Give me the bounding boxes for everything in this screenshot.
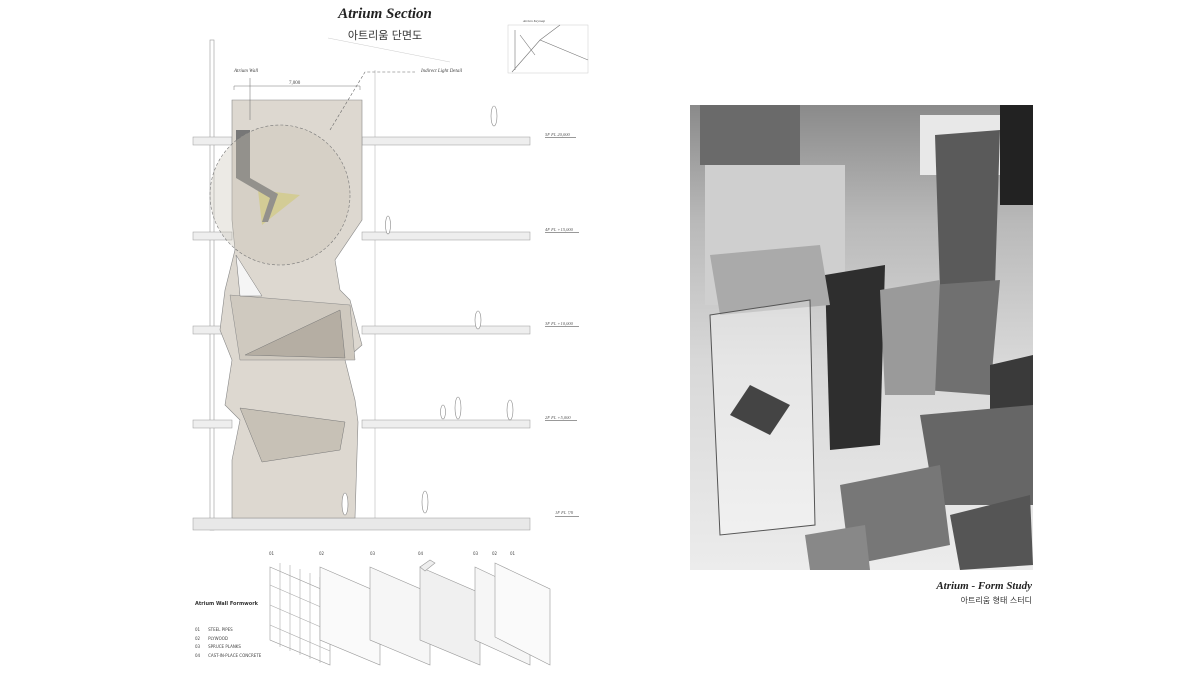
layer-label: 02 [319, 551, 325, 556]
floor-slab [361, 325, 531, 335]
floor-slab [192, 136, 233, 146]
formwork-exploded-diagram [269, 559, 551, 666]
layer-label: 03 [473, 551, 479, 556]
layer-label: 02 [492, 551, 498, 556]
floor-slab [361, 419, 531, 429]
layer-label: 04 [418, 551, 424, 556]
dimension-label: 7,000 [289, 81, 301, 86]
legend-item-label: PLYWOOD [208, 635, 228, 641]
keymap-title: Atrium Keymap [523, 19, 546, 23]
level-label: 3F FL +10,000 [545, 321, 579, 327]
photo-caption: Atrium - Form Study [936, 580, 1032, 592]
layer-label: 03 [370, 551, 376, 556]
layer-label: 01 [510, 551, 516, 556]
floor-slab [192, 419, 233, 429]
photo-caption-korean: 아트리움 형태 스터디 [960, 596, 1032, 605]
floor-slab [361, 231, 531, 241]
layer-label: 01 [269, 551, 275, 556]
level-label: 4F FL +15,000 [545, 227, 579, 233]
legend-item-label: SPRUCE PLANKS [208, 644, 241, 649]
level-label: 5F FL 20,000 [545, 132, 576, 138]
floor-slab [192, 231, 233, 241]
section-subtitle: 아트리움 단면도 [347, 29, 423, 42]
atrium-wall-label: Atrium Wall [234, 69, 259, 74]
atrium-wall [209, 99, 363, 519]
legend-item-number: 02 [195, 635, 201, 641]
level-label: 2F FL +5,000 [545, 415, 577, 421]
keymap [507, 24, 589, 74]
legend-item-number: 03 [195, 644, 201, 649]
indirect-light-label: Indirect Light Detail [421, 69, 463, 74]
section-title: Atrium Section [338, 6, 432, 22]
atrium-section-drawing [192, 24, 589, 531]
floor-slab [361, 136, 531, 146]
legend-item: 04 CAST-IN-PLACE CONCRETE [195, 653, 261, 658]
legend-item-label: STEEL PIPES [208, 627, 233, 632]
scale-figures [341, 105, 514, 516]
legend-item-number: 04 [195, 652, 201, 658]
legend-item: 02 PLYWOOD [195, 636, 228, 641]
legend-item-label: CAST-IN-PLACE CONCRETE [208, 652, 262, 658]
floor-slabs [192, 136, 531, 429]
level-label: 1F FL ▽0 [555, 510, 580, 517]
form-study-photo [690, 105, 1033, 570]
legend-item: 01 STEEL PIPES [195, 627, 233, 632]
legend-item: 03 SPRUCE PLANKS [195, 644, 241, 649]
legend-item-number: 01 [195, 627, 201, 632]
formwork-title: Atrium Wall Formwork [195, 601, 258, 607]
